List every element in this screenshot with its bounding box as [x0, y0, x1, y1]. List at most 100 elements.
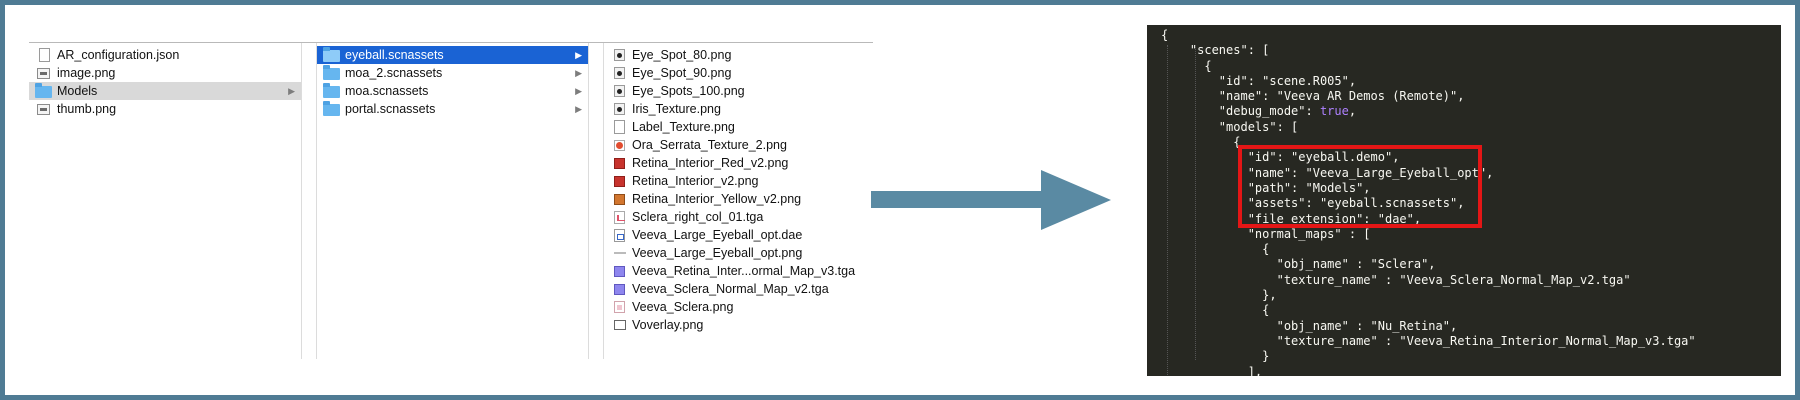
finder-item-label: moa_2.scnassets: [345, 66, 443, 80]
finder-item-label: Eye_Spot_80.png: [632, 48, 732, 62]
finder-item[interactable]: Eye_Spots_100.png: [604, 82, 873, 100]
finder-item[interactable]: Veeva_Sclera_Normal_Map_v2.tga: [604, 280, 873, 298]
red-image-icon: [614, 158, 625, 169]
code-line: "file_extension": "dae",: [1161, 211, 1422, 226]
finder-item[interactable]: thumb.png: [29, 100, 301, 118]
finder-item-label: eyeball.scnassets: [345, 48, 444, 62]
finder-item[interactable]: Iris_Texture.png: [604, 100, 873, 118]
dot-image-icon: [614, 85, 625, 97]
code-line: "scenes": [: [1161, 43, 1270, 58]
finder-item-label: moa.scnassets: [345, 84, 429, 98]
code-line: "texture_name" : "Veeva_Sclera_Normal_Ma…: [1161, 272, 1631, 287]
finder-item-label: Ora_Serrata_Texture_2.png: [632, 138, 787, 152]
code-line: ],: [1161, 364, 1263, 376]
finder-item[interactable]: moa.scnassets ▶: [317, 82, 588, 100]
code-line: "obj_name" : "Nu_Retina",: [1161, 318, 1458, 333]
image-file-icon: [37, 104, 50, 115]
finder-item[interactable]: Eye_Spot_90.png: [604, 64, 873, 82]
finder-item-label: Veeva_Large_Eyeball_opt.png: [632, 246, 803, 260]
finder-item-label: Veeva_Sclera.png: [632, 300, 734, 314]
code-line: {: [1161, 28, 1169, 42]
code-line: "debug_mode": true,: [1161, 104, 1357, 119]
finder-item[interactable]: Retina_Interior_Yellow_v2.png: [604, 190, 873, 208]
finder-item[interactable]: Sclera_right_col_01.tga: [604, 208, 873, 226]
finder-item-label: thumb.png: [57, 102, 117, 116]
code-line: "models": [: [1161, 119, 1299, 134]
highlight-box: [1238, 145, 1482, 228]
purple-image-icon: [614, 266, 625, 277]
finder-item-label: Retina_Interior_Yellow_v2.png: [632, 192, 802, 206]
code-line: "name": "Veeva_Large_Eyeball_opt",: [1161, 165, 1494, 180]
finder-item-label: AR_configuration.json: [57, 48, 180, 62]
finder-item[interactable]: Veeva_Retina_Inter...ormal_Map_v3.tga: [604, 262, 873, 280]
code-line: {: [1161, 58, 1212, 73]
box-image-icon: [614, 320, 626, 330]
orange-image-icon: [614, 194, 625, 205]
dot-image-icon: [614, 49, 625, 61]
dot-image-icon: [614, 67, 625, 79]
finder-item[interactable]: Label_Texture.png: [604, 118, 873, 136]
disclosure-chevron-icon: ▶: [288, 86, 295, 96]
finder-item[interactable]: Ora_Serrata_Texture_2.png: [604, 136, 873, 154]
finder-item-label: Veeva_Sclera_Normal_Map_v2.tga: [632, 282, 829, 296]
code-line: "id": "eyeball.demo",: [1161, 150, 1400, 165]
finder-item-label: portal.scnassets: [345, 102, 436, 116]
finder-item[interactable]: image.png: [29, 64, 301, 82]
code-line: {: [1161, 303, 1270, 318]
code-line: "name": "Veeva AR Demos (Remote)",: [1161, 89, 1465, 104]
folder-icon: [323, 47, 340, 62]
code-line: },: [1161, 288, 1277, 303]
finder-item[interactable]: AR_configuration.json: [29, 46, 301, 64]
image-file-icon: [37, 68, 50, 79]
disclosure-chevron-icon: ▶: [575, 68, 582, 78]
right-arrow-icon: [871, 170, 1111, 230]
code-line: "texture_name" : "Veeva_Retina_Interior_…: [1161, 333, 1696, 348]
finder-item[interactable]: Retina_Interior_v2.png: [604, 172, 873, 190]
finder-item-label: Models: [57, 84, 98, 98]
finder-item-label: image.png: [57, 66, 116, 80]
finder-item-label: Veeva_Large_Eyeball_opt.dae: [632, 228, 803, 242]
finder-item[interactable]: eyeball.scnassets ▶: [317, 46, 588, 64]
disclosure-chevron-icon: ▶: [575, 50, 582, 60]
disclosure-chevron-icon: ▶: [575, 86, 582, 96]
finder-column-2: eyeball.scnassets▶moa_2.scnassets▶moa.sc…: [316, 43, 589, 359]
disclosure-chevron-icon: ▶: [575, 104, 582, 114]
finder-item-label: Iris_Texture.png: [632, 102, 721, 116]
finder-item-label: Sclera_right_col_01.tga: [632, 210, 764, 224]
json-code: { "scenes": [ { "id": "scene.R005", "nam…: [1147, 25, 1781, 376]
dot-image-icon: [614, 103, 625, 115]
finder-item[interactable]: Eye_Spot_80.png: [604, 46, 873, 64]
finder-item[interactable]: portal.scnassets ▶: [317, 100, 588, 118]
indent-guide: [1195, 45, 1196, 360]
finder-item[interactable]: Models ▶: [29, 82, 301, 100]
finder-item-label: Retina_Interior_v2.png: [632, 174, 759, 188]
finder-item[interactable]: Veeva_Large_Eyeball_opt.png: [604, 244, 873, 262]
tga-file-icon: [614, 211, 625, 224]
finder-item[interactable]: Retina_Interior_Red_v2.png: [604, 154, 873, 172]
finder-item[interactable]: moa_2.scnassets ▶: [317, 64, 588, 82]
folder-icon: [323, 83, 340, 98]
line-image-icon: [614, 247, 626, 259]
code-line: "obj_name" : "Sclera",: [1161, 257, 1436, 272]
pink-image-icon: [614, 301, 625, 313]
finder-item-label: Label_Texture.png: [632, 120, 735, 134]
folder-icon: [323, 101, 340, 116]
finder-item-label: Retina_Interior_Red_v2.png: [632, 156, 789, 170]
finder-item-label: Veeva_Retina_Inter...ormal_Map_v3.tga: [632, 264, 856, 278]
finder-item[interactable]: Voverlay.png: [604, 316, 873, 334]
folder-icon: [323, 65, 340, 80]
document-icon: [614, 120, 625, 134]
code-line: "path": "Models",: [1161, 180, 1371, 195]
code-line: {: [1161, 135, 1241, 150]
finder-item-label: Voverlay.png: [632, 318, 704, 332]
finder-item[interactable]: Veeva_Sclera.png: [604, 298, 873, 316]
code-editor[interactable]: { "scenes": [ { "id": "scene.R005", "nam…: [1147, 25, 1781, 376]
red-image-icon: [614, 176, 625, 187]
purple-image-icon: [614, 284, 625, 295]
indent-guide: [1167, 45, 1168, 375]
folder-icon: [35, 83, 52, 98]
finder-item[interactable]: Veeva_Large_Eyeball_opt.dae: [604, 226, 873, 244]
